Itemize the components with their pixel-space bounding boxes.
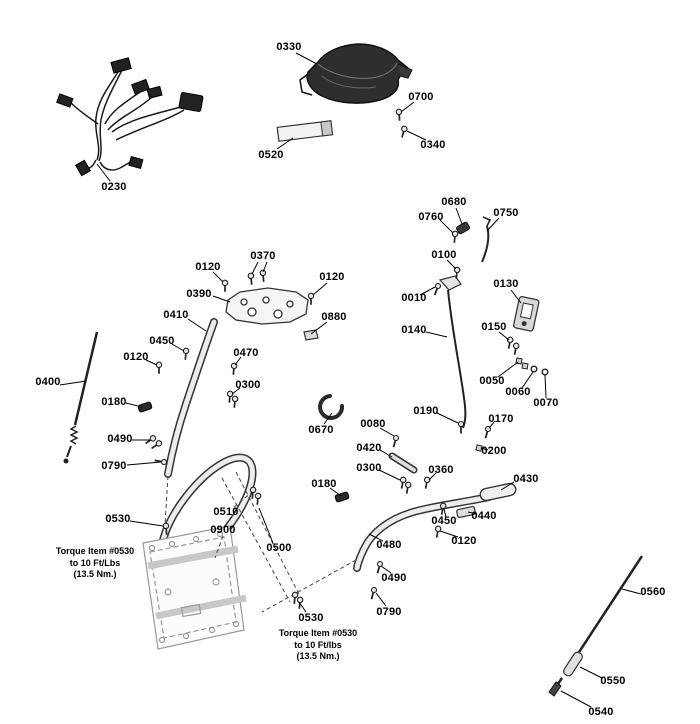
- left-handle-tube: [164, 318, 218, 478]
- trigger-0680: [456, 221, 470, 235]
- screw: [508, 341, 523, 356]
- connector: [178, 92, 204, 112]
- left-rod-0400: [63, 331, 99, 464]
- screw: [151, 360, 167, 375]
- right-handle-tube: [353, 493, 493, 572]
- right-rod-0560: [548, 555, 644, 697]
- frame-panel: [142, 525, 247, 650]
- connector: [131, 78, 150, 95]
- bolt: [153, 456, 168, 466]
- wiring-harness: [56, 57, 204, 177]
- washer: [530, 365, 538, 373]
- bracket-0130: [513, 295, 540, 332]
- rod-grip-0550: [563, 651, 583, 677]
- bolt: [374, 560, 384, 575]
- nut: [521, 362, 529, 370]
- connector: [74, 159, 92, 177]
- leader-lines: [59, 52, 642, 708]
- alignment-dashes: [164, 471, 357, 613]
- upper-linkage: [438, 216, 492, 429]
- connector: [128, 155, 144, 169]
- top-cover: [299, 43, 413, 104]
- rod-tip-0540: [548, 681, 562, 697]
- spring-clip-0670: [318, 394, 345, 420]
- connector: [146, 85, 163, 99]
- clip-0180-left: [137, 401, 153, 413]
- screw: [243, 271, 259, 286]
- bolt: [431, 281, 443, 297]
- spacer-tube-0440: [456, 505, 476, 519]
- handle-bracket: [225, 287, 309, 325]
- handle-grip-0430: [479, 482, 517, 502]
- connector: [56, 93, 74, 108]
- foam-strip: [276, 120, 334, 142]
- bolt: [390, 434, 400, 449]
- lever-tube-0420: [388, 452, 418, 474]
- screw: [226, 361, 242, 376]
- connector: [110, 57, 132, 74]
- bolt: [482, 425, 492, 440]
- screw: [217, 278, 233, 293]
- washer: [541, 368, 549, 376]
- small-bracket-0880: [303, 329, 319, 341]
